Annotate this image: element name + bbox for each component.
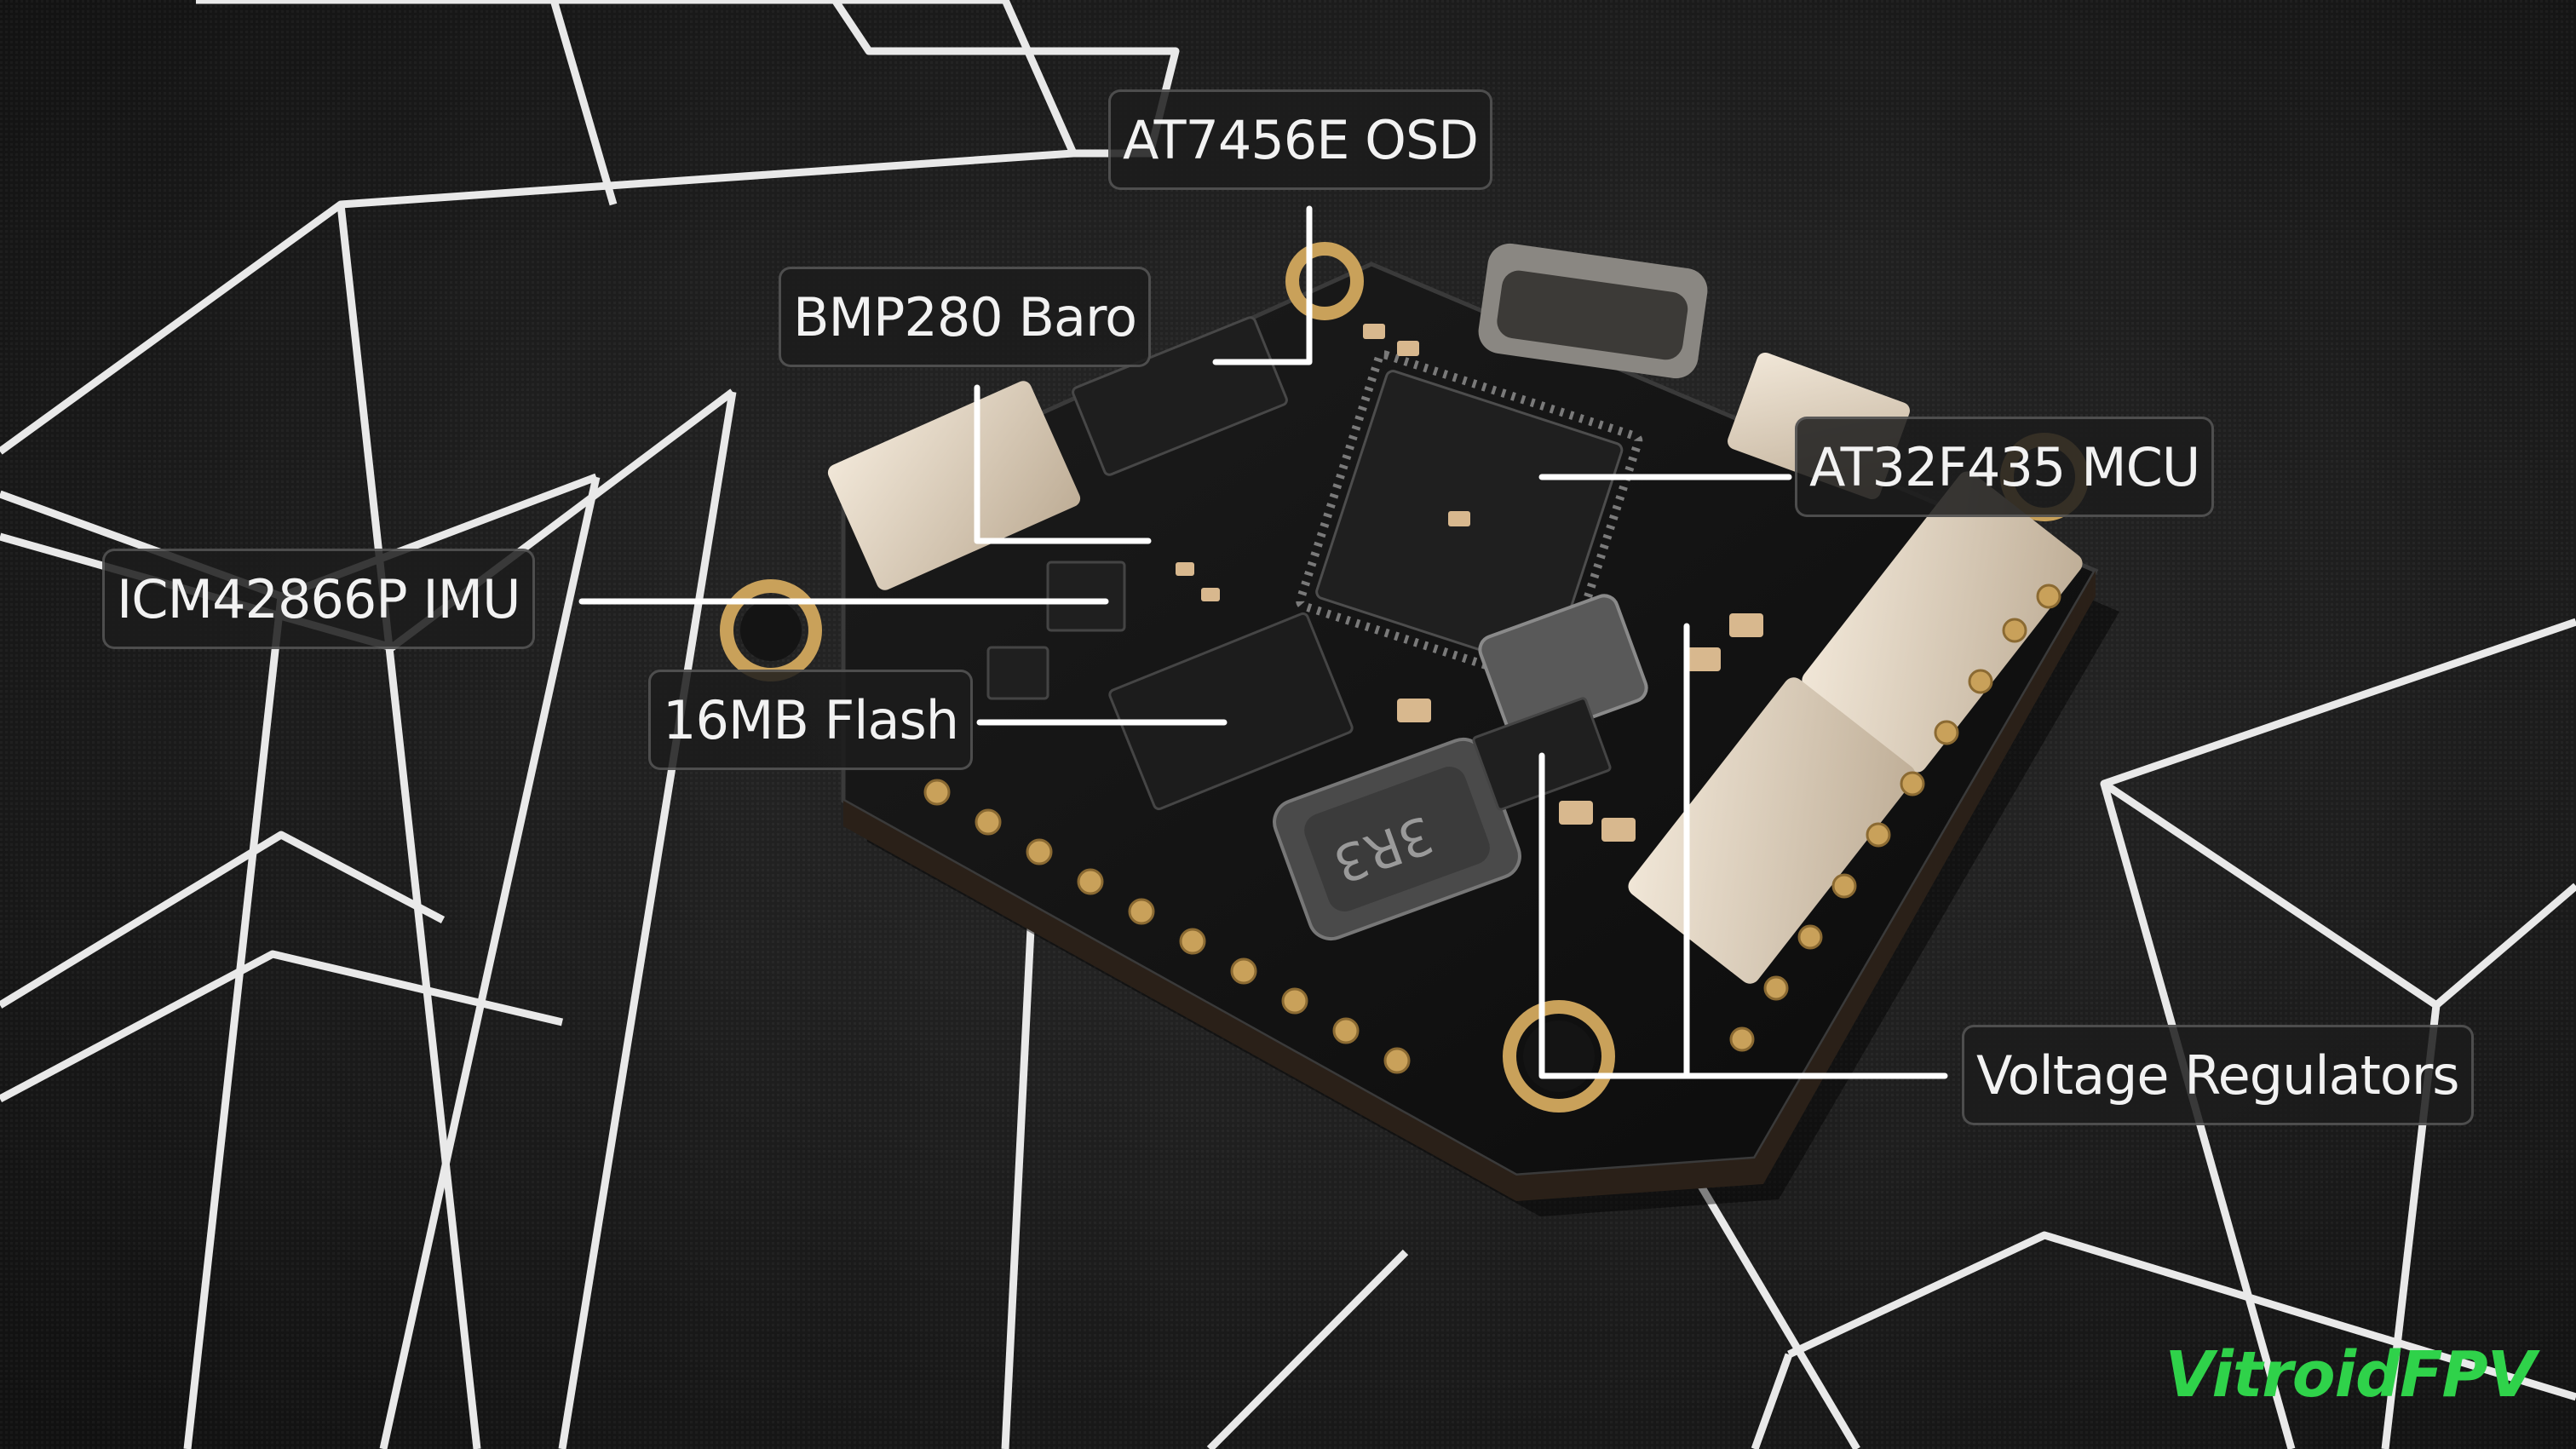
- watermark-logo: VitroidFPV: [2165, 1338, 2536, 1412]
- leader-line-osd: [1212, 205, 1313, 365]
- flight-controller-board: 3R3: [720, 242, 2099, 1201]
- label-flash: 16MB Flash: [648, 670, 974, 770]
- label-mcu: AT32F435 MCU: [1795, 417, 2215, 517]
- label-imu: ICM42866P IMU: [102, 549, 535, 649]
- label-regulators: Voltage Regulators: [1962, 1025, 2474, 1125]
- leader-lines: [578, 205, 1948, 1079]
- label-osd: AT7456E OSD: [1108, 89, 1493, 190]
- label-baro: BMP280 Baro: [779, 267, 1152, 367]
- leader-line-regulators: [1538, 752, 1948, 1079]
- leader-line-baro: [974, 384, 1152, 544]
